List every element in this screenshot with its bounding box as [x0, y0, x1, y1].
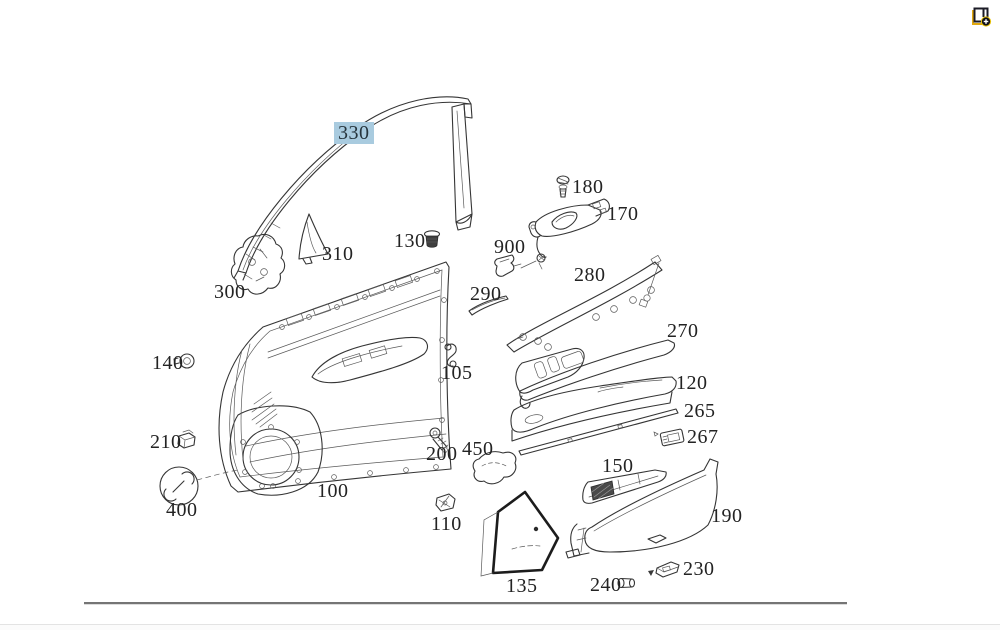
part-label-110[interactable]: 110: [431, 513, 462, 535]
part-drawing-140-grommet[interactable]: [173, 353, 195, 369]
part-label-290[interactable]: 290: [470, 283, 502, 305]
part-drawing-170-door-handle[interactable]: [520, 198, 610, 270]
part-drawing-900-clip[interactable]: [494, 254, 522, 277]
part-label-265[interactable]: 265: [684, 400, 716, 422]
part-drawing-240-sleeve[interactable]: [617, 577, 636, 589]
part-drawing-110-clip[interactable]: [435, 493, 456, 512]
part-drawing-300-bracket[interactable]: [230, 233, 286, 295]
part-drawing-330-window-frame[interactable]: [233, 96, 473, 281]
part-label-120[interactable]: 120: [676, 372, 708, 394]
part-label-170[interactable]: 170: [607, 203, 639, 225]
bottom-divider: [0, 624, 1000, 630]
part-drawing-280-wiring-harness[interactable]: [506, 254, 663, 353]
part-drawing-210-clip[interactable]: [177, 429, 196, 449]
part-drawing-267-switch[interactable]: [653, 428, 685, 447]
part-label-310[interactable]: 310: [322, 243, 354, 265]
part-drawing-120-armrest[interactable]: [510, 376, 677, 442]
part-label-150[interactable]: 150: [602, 455, 634, 477]
part-drawing-270-switch-panel[interactable]: [515, 339, 676, 409]
part-label-140[interactable]: 140: [152, 352, 184, 374]
part-label-190[interactable]: 190: [711, 505, 743, 527]
diagram-footer-rule: [84, 602, 847, 605]
part-label-280[interactable]: 280: [574, 264, 606, 286]
part-drawing-130-plug[interactable]: [423, 230, 441, 248]
part-label-270[interactable]: 270: [667, 320, 699, 342]
part-drawing-450-gasket[interactable]: [472, 451, 517, 485]
part-label-330[interactable]: 330: [334, 122, 374, 144]
part-label-180[interactable]: 180: [572, 176, 604, 198]
part-drawing-400-tool-symbol[interactable]: [159, 466, 239, 506]
add-view-icon-glyph: [972, 7, 992, 27]
add-view-icon[interactable]: [969, 5, 993, 29]
part-drawing-310-mirror-triangle[interactable]: [298, 213, 329, 265]
part-label-450[interactable]: 450: [462, 438, 494, 460]
part-label-400[interactable]: 400: [166, 499, 198, 521]
part-drawing-100-door-panel[interactable]: [218, 261, 452, 496]
part-label-210[interactable]: 210: [150, 431, 182, 453]
part-drawing-290-trim-strip[interactable]: [468, 295, 509, 316]
part-drawing-265-trim-strip[interactable]: [518, 408, 679, 456]
part-drawing-105-hook[interactable]: [444, 343, 457, 368]
part-label-900[interactable]: 900: [494, 236, 526, 258]
part-drawing-190-lower-trim[interactable]: [565, 458, 719, 559]
part-label-100[interactable]: 100: [317, 480, 349, 502]
part-drawing-230-lamp[interactable]: [648, 561, 680, 578]
part-label-105[interactable]: 105: [441, 362, 473, 384]
part-label-135[interactable]: 135: [506, 575, 538, 597]
part-label-230[interactable]: 230: [683, 558, 715, 580]
part-label-267[interactable]: 267: [687, 426, 719, 448]
part-label-300[interactable]: 300: [214, 281, 246, 303]
part-label-240[interactable]: 240: [590, 574, 622, 596]
part-drawing-150-trim[interactable]: [582, 469, 667, 504]
part-drawing-180-screw[interactable]: [556, 175, 570, 198]
part-label-200[interactable]: 200: [426, 443, 458, 465]
part-drawing-200-screw[interactable]: [429, 427, 449, 451]
part-label-130[interactable]: 130: [394, 230, 426, 252]
part-drawing-135-insulation-pad[interactable]: [480, 490, 560, 577]
